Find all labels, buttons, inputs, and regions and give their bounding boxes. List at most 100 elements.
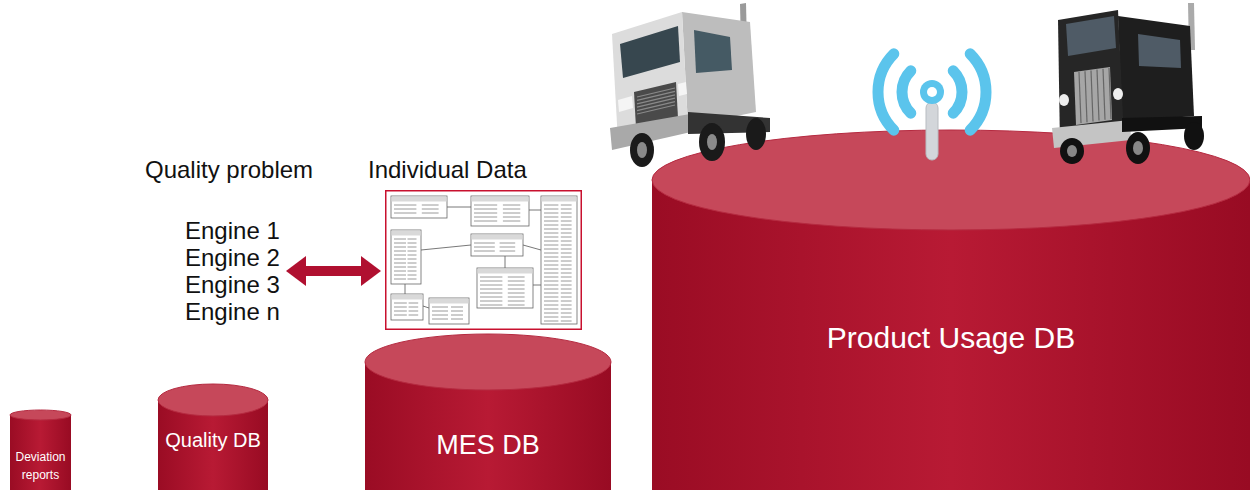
table-row-mark (474, 213, 497, 214)
table-header (392, 231, 421, 236)
table-row-mark (480, 305, 502, 306)
table-row-mark (432, 315, 448, 316)
table-row-mark (561, 277, 572, 278)
data-model-image: Individual Data (385, 190, 582, 330)
table-row-mark (508, 277, 525, 278)
table-header (392, 295, 423, 300)
table-row-mark (422, 205, 439, 206)
table-row-mark (561, 285, 572, 286)
table-row-mark (480, 289, 502, 290)
table-row-mark (544, 301, 558, 302)
relation-line (405, 284, 406, 294)
table-box (391, 294, 423, 320)
truck-wheel (1059, 94, 1069, 106)
table-row-mark (561, 205, 572, 206)
truck-part (1118, 16, 1194, 122)
table-row-mark (422, 213, 439, 214)
table-header (542, 197, 577, 202)
relation-line (505, 256, 506, 268)
table-row-mark (394, 267, 406, 268)
table-row-mark (451, 311, 463, 312)
table-row-mark (544, 273, 558, 274)
table-row-mark (480, 277, 502, 278)
relation-line (533, 285, 541, 286)
table-row-mark (432, 319, 448, 320)
table-row-mark (561, 249, 572, 250)
engine-list: Quality problemEngine 1Engine 2Engine 3E… (185, 217, 282, 325)
table-row-mark (544, 285, 558, 286)
table-row-mark (544, 225, 558, 226)
table-header (472, 235, 523, 240)
truck-wheel (1126, 132, 1150, 164)
table-row-mark (544, 217, 558, 218)
table-row-mark (544, 221, 558, 222)
truck-part (694, 30, 732, 73)
table-row-mark (394, 209, 416, 210)
table-row-mark (408, 271, 417, 272)
table-row-mark (561, 269, 572, 270)
table-row-mark (561, 289, 572, 290)
truck-part (618, 96, 633, 112)
table-row-mark (561, 281, 572, 282)
table-row-mark (394, 279, 406, 280)
table-box (391, 196, 447, 218)
table-row-mark (409, 307, 419, 308)
table-row-mark (561, 297, 572, 298)
table-row-mark (544, 229, 558, 230)
table-row-mark (561, 273, 572, 274)
truck-part (682, 12, 756, 126)
table-row-mark (544, 237, 558, 238)
signal-arc (878, 54, 894, 130)
database-cylinder: Quality DB (158, 384, 268, 490)
table-row-mark (544, 233, 558, 234)
truck-part (678, 82, 687, 96)
grille-stripe (1109, 68, 1111, 119)
table-row-mark (544, 269, 558, 270)
cylinder-top (10, 410, 71, 420)
table-row-mark (394, 251, 406, 252)
truck-part (620, 26, 680, 78)
table-row-mark (544, 305, 558, 306)
table-row-mark (474, 243, 495, 244)
table-row-mark (561, 213, 572, 214)
truck-wheel (637, 142, 647, 158)
table-row-mark (561, 305, 572, 306)
grille-stripe (1097, 70, 1099, 121)
truck-part (1066, 16, 1116, 56)
table-row-mark (561, 225, 572, 226)
table-row-mark (474, 251, 495, 252)
table-header (430, 299, 469, 304)
table-box (471, 196, 529, 226)
table-box (391, 230, 421, 284)
database-label: Deviation reports (10, 448, 71, 484)
table-row-mark (544, 249, 558, 250)
table-row-mark (544, 241, 558, 242)
table-row-mark (544, 297, 558, 298)
table-row-mark (451, 319, 463, 320)
database-cylinder: Product Usage DB (590, 0, 1250, 490)
table-row-mark (544, 205, 558, 206)
truck-part (1074, 67, 1112, 125)
signal-dot-center (927, 87, 937, 97)
table-row-mark (394, 303, 407, 304)
table-row-mark (561, 245, 572, 246)
list-item: Engine 1 (185, 217, 280, 244)
truck-illustration (610, 3, 1204, 167)
table-row-mark (394, 205, 416, 206)
table-row-mark (544, 257, 558, 258)
table-row-mark (408, 267, 417, 268)
table-row-mark (451, 315, 463, 316)
signal-arc (970, 54, 986, 130)
truck-wheel (630, 133, 654, 167)
table-row-mark (408, 239, 417, 240)
table-row-mark (561, 229, 572, 230)
table-row-mark (432, 307, 448, 308)
table-row-mark (561, 313, 572, 314)
table-row-mark (544, 261, 558, 262)
table-row-mark (451, 307, 463, 308)
cylinder-top (158, 384, 268, 416)
table-row-mark (480, 297, 502, 298)
table-row-mark (394, 255, 406, 256)
grille-stripe (637, 105, 675, 114)
